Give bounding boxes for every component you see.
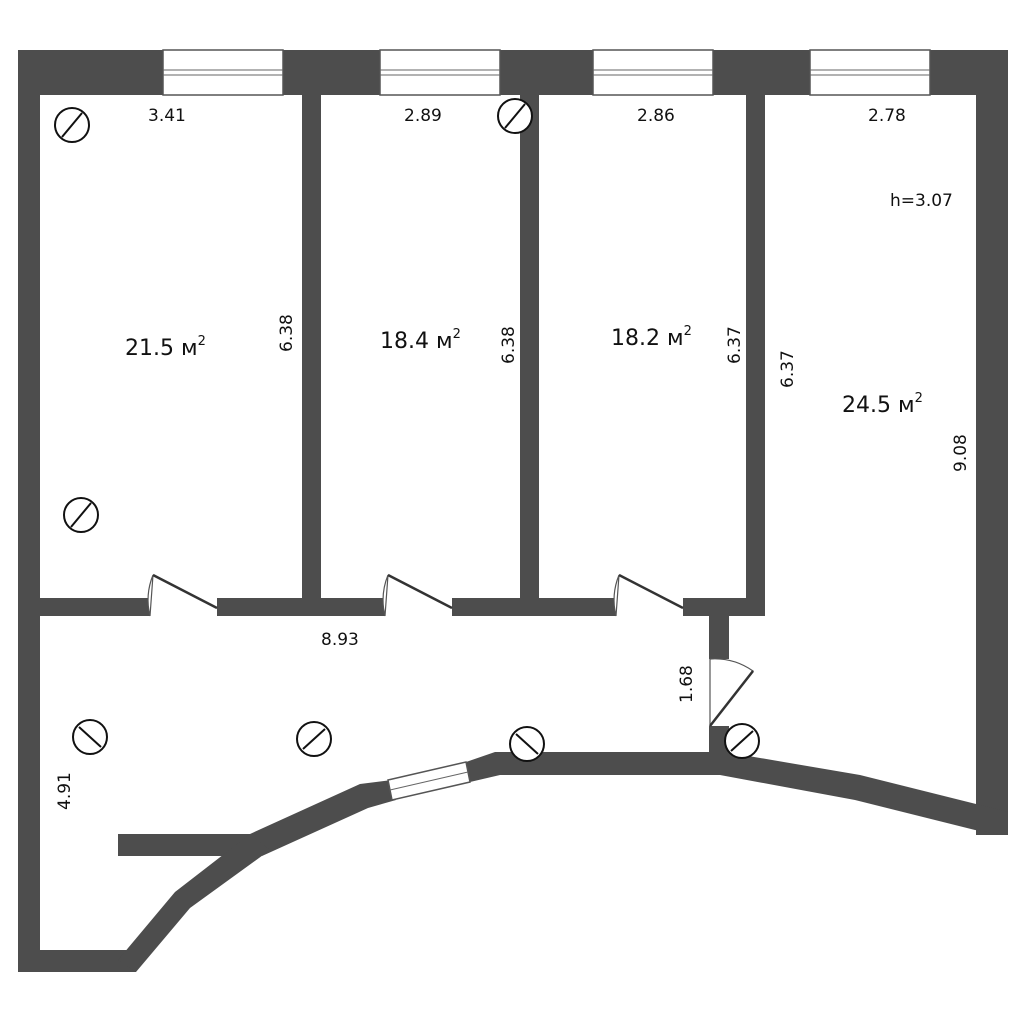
dimension-labels: 3.41 2.89 2.86 2.78 h=3.07 6.38 6.38 6.3… <box>55 106 971 810</box>
angled-wall-upper <box>250 780 396 856</box>
room-1-length: 6.38 <box>277 314 297 352</box>
outer-wall-left <box>18 50 40 972</box>
window-1 <box>162 49 284 96</box>
outer-wall-bottom-left <box>18 950 136 972</box>
light-fixtures <box>54 98 760 762</box>
light-fixture-icon <box>63 497 99 533</box>
window-2 <box>379 49 501 96</box>
outer-wall-right <box>976 50 1008 835</box>
outer-wall-bottom-right <box>709 752 1008 835</box>
light-fixture-icon <box>54 107 90 143</box>
light-fixture-icon <box>296 721 332 757</box>
hall-depth: 4.91 <box>55 772 75 810</box>
door-room-1 <box>147 573 218 617</box>
light-fixture-icon <box>72 719 108 755</box>
partition-wall-2 <box>520 90 539 616</box>
room-3-length: 6.37 <box>725 326 745 364</box>
corridor-wall-bottom <box>466 752 729 782</box>
door-room-4 <box>707 658 754 728</box>
door-room-2 <box>382 573 453 617</box>
ceiling-height: h=3.07 <box>890 191 953 211</box>
angled-wall-lower <box>118 834 270 972</box>
light-fixture-icon <box>724 723 760 759</box>
room-4-length-left: 6.37 <box>778 350 798 388</box>
partition-wall-1 <box>302 90 321 616</box>
room-3-width: 2.86 <box>637 106 675 126</box>
light-fixture-icon <box>497 98 533 134</box>
windows <box>162 49 931 801</box>
room-1-area: 21.5 м2 <box>125 334 206 361</box>
corridor-door-width: 1.68 <box>677 665 697 703</box>
window-5 <box>387 761 471 801</box>
wall-stub <box>118 834 258 856</box>
doors <box>147 573 754 728</box>
area-labels: 21.5 м2 18.4 м2 18.2 м2 24.5 м2 <box>125 324 923 418</box>
room-2-width: 2.89 <box>404 106 442 126</box>
room-2-length: 6.38 <box>499 326 519 364</box>
room-2-area: 18.4 м2 <box>380 327 461 354</box>
room-4-width: 2.78 <box>868 106 906 126</box>
window-4 <box>809 49 931 96</box>
door-room-3 <box>613 573 684 617</box>
room-3-area: 18.2 м2 <box>611 324 692 351</box>
walls <box>18 50 1008 972</box>
room-4-length-right: 9.08 <box>951 434 971 472</box>
room-4-area: 24.5 м2 <box>842 391 923 418</box>
window-3 <box>592 49 714 96</box>
light-fixture-icon <box>509 726 545 762</box>
corridor-length: 8.93 <box>321 630 359 650</box>
partition-wall-3 <box>746 90 765 616</box>
room-1-width: 3.41 <box>148 106 186 126</box>
